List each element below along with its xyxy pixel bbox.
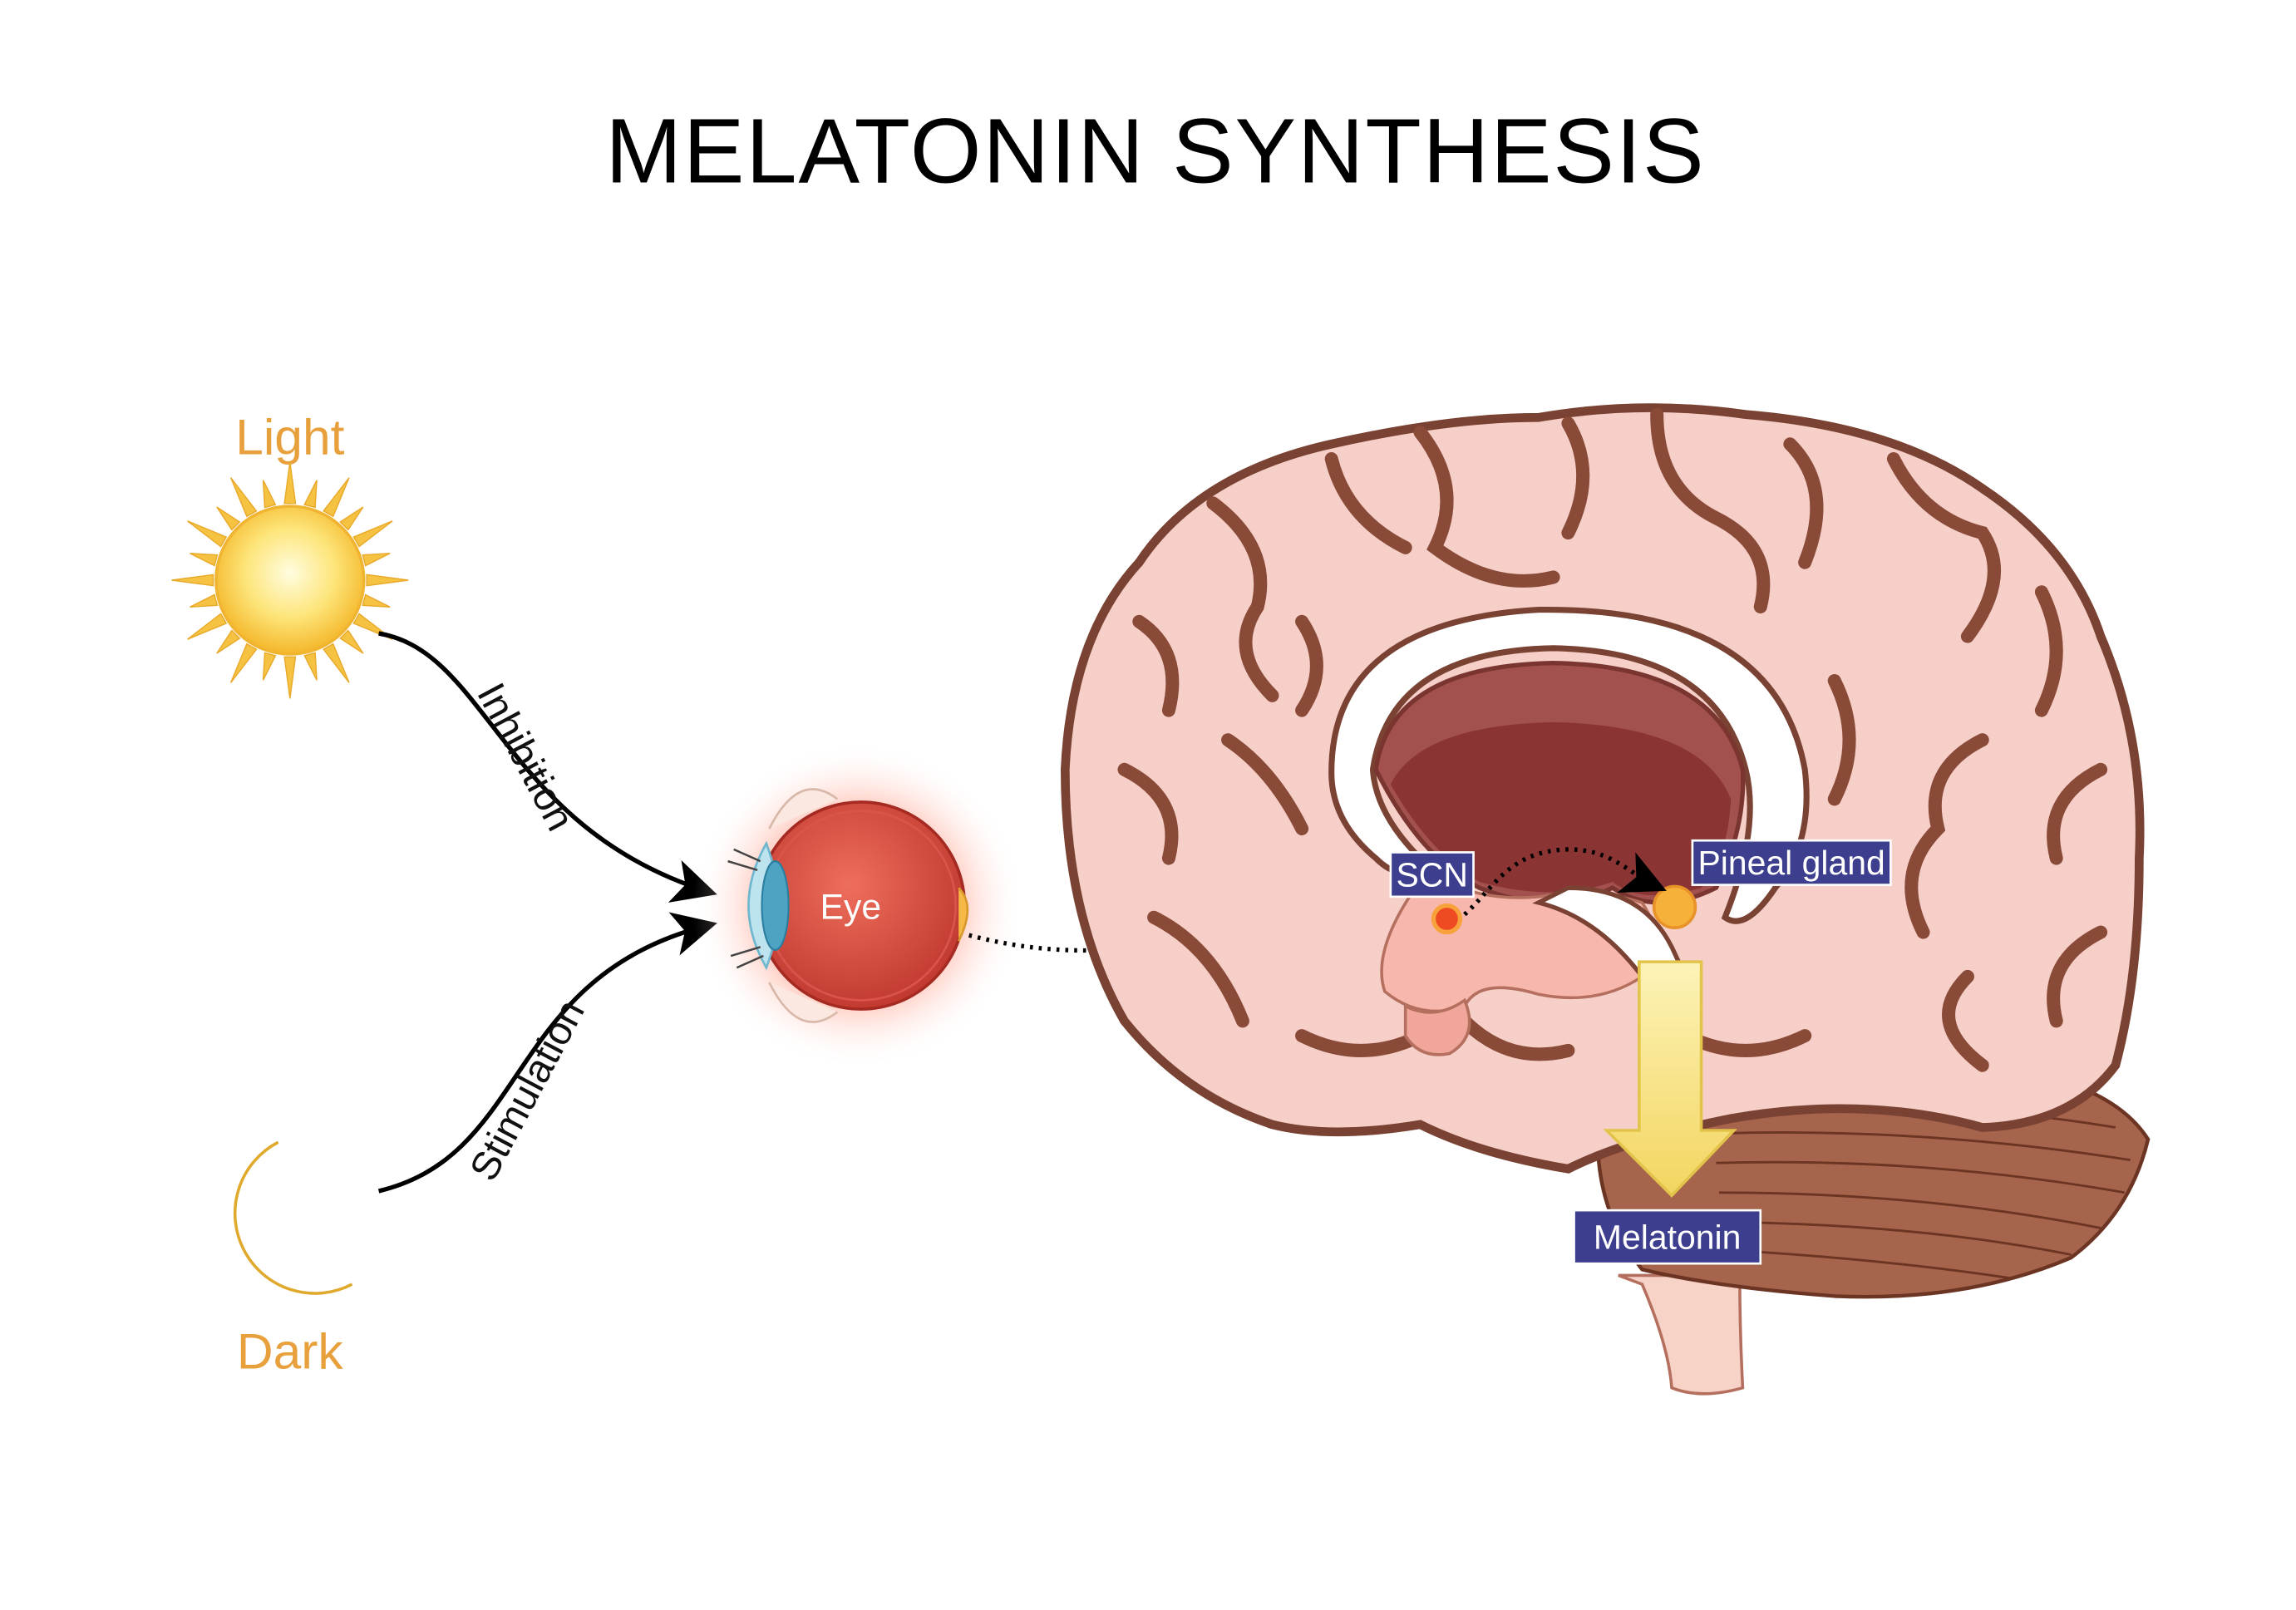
sun-ray [171,574,214,587]
sun-ray [362,553,391,567]
melatonin-label-box [1573,1209,1762,1265]
sun-ray [262,652,277,681]
sun-ray [339,506,364,531]
sun-ray [216,629,241,654]
scn-label: SCN [1396,855,1467,894]
sun-ray [187,613,228,640]
brain-sagittal-icon [1061,403,2151,1396]
sun-ray [339,629,364,654]
light-label: Light [235,409,344,465]
stimulation-arrow [377,912,717,1194]
scn-to-pineal-path [1463,847,1667,917]
inhibition-label: Inhibition [468,677,582,839]
sun-ray [303,480,318,509]
sun-ray [190,593,219,608]
sun-ray [283,461,297,505]
inhibition-arrow [378,631,717,903]
pineal-label-box [1691,839,1892,886]
sun-ray [262,480,277,509]
eye-to-scn-path [968,900,1404,953]
sun-ray [229,643,258,683]
scn-nucleus [1431,903,1463,935]
sun-ray [190,553,219,567]
sun-ray [366,574,409,587]
sun-ray [187,520,228,548]
sun-ray [216,506,241,531]
melatonin-label: Melatonin [1594,1218,1741,1256]
scn-label-box [1389,851,1475,899]
sun-ray [352,520,393,548]
melatonin-release-arrow [1603,960,1737,1198]
sun-ray [303,652,318,681]
sun-ray [283,656,297,699]
sun-ray [323,477,350,518]
eyeball-icon [692,742,1024,1069]
page-title: MELATONIN SYNTHESIS [605,100,1705,202]
crescent-moon-icon [233,1140,353,1295]
sun-ray [323,643,350,683]
stimulation-label: Stimulation [462,993,594,1189]
dark-label: Dark [237,1323,343,1380]
sun-ray [362,593,391,608]
pineal-label: Pineal gland [1698,844,1885,882]
sun-icon [171,461,409,699]
sun-ray [229,477,258,518]
eye-label: Eye [820,888,881,928]
pineal-gland [1652,884,1697,929]
